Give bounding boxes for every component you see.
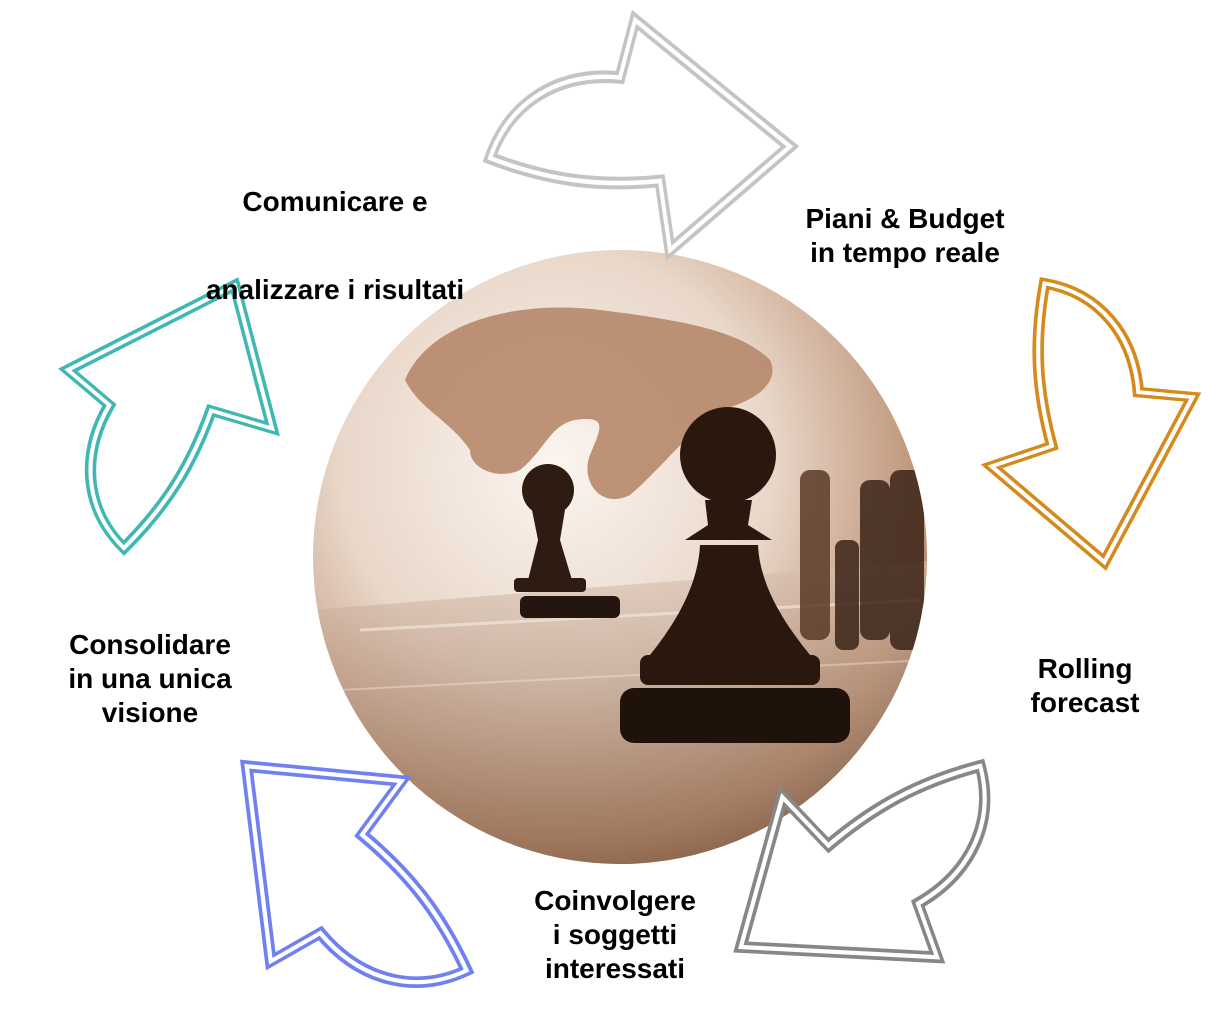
arrow-communicate	[58, 277, 280, 556]
step-line: visione	[101, 697, 199, 728]
arrow-inner-line	[738, 763, 987, 960]
arrow-inner-line	[987, 281, 1196, 566]
step-line: Piani & Budget	[805, 203, 1005, 234]
step-line: Comunicare e	[242, 186, 428, 217]
step-label-involve: Coinvolgere i soggetti interessati	[490, 884, 740, 986]
step-label-consolidate: Consolidare in una unica visione	[30, 628, 270, 730]
arrow-inner-line	[244, 763, 470, 985]
step-line: Rolling	[1037, 653, 1133, 684]
arrow-inner-line	[487, 16, 794, 255]
step-line: in una unica	[68, 663, 232, 694]
arrow-consolidate	[240, 759, 475, 988]
step-line: Consolidare	[69, 629, 231, 660]
arrow-outline	[482, 9, 800, 262]
step-label-forecast: Rolling forecast	[1000, 652, 1170, 720]
arrow-forecast	[980, 277, 1202, 571]
step-line: analizzare i risultati	[205, 274, 465, 305]
step-label-communicate: Comunicare e analizzare i risultati	[160, 158, 510, 334]
step-label-plans: Piani & Budget in tempo reale	[760, 202, 1050, 270]
step-line: interessati	[544, 953, 686, 984]
arrow-inner-line	[64, 282, 276, 551]
step-line: i soggetti	[552, 919, 678, 950]
step-line: in tempo reale	[810, 237, 1000, 268]
arrow-involve	[733, 758, 991, 964]
step-line: Coinvolgere	[534, 885, 696, 916]
step-line: forecast	[1030, 687, 1140, 718]
arrow-plans	[482, 9, 800, 262]
